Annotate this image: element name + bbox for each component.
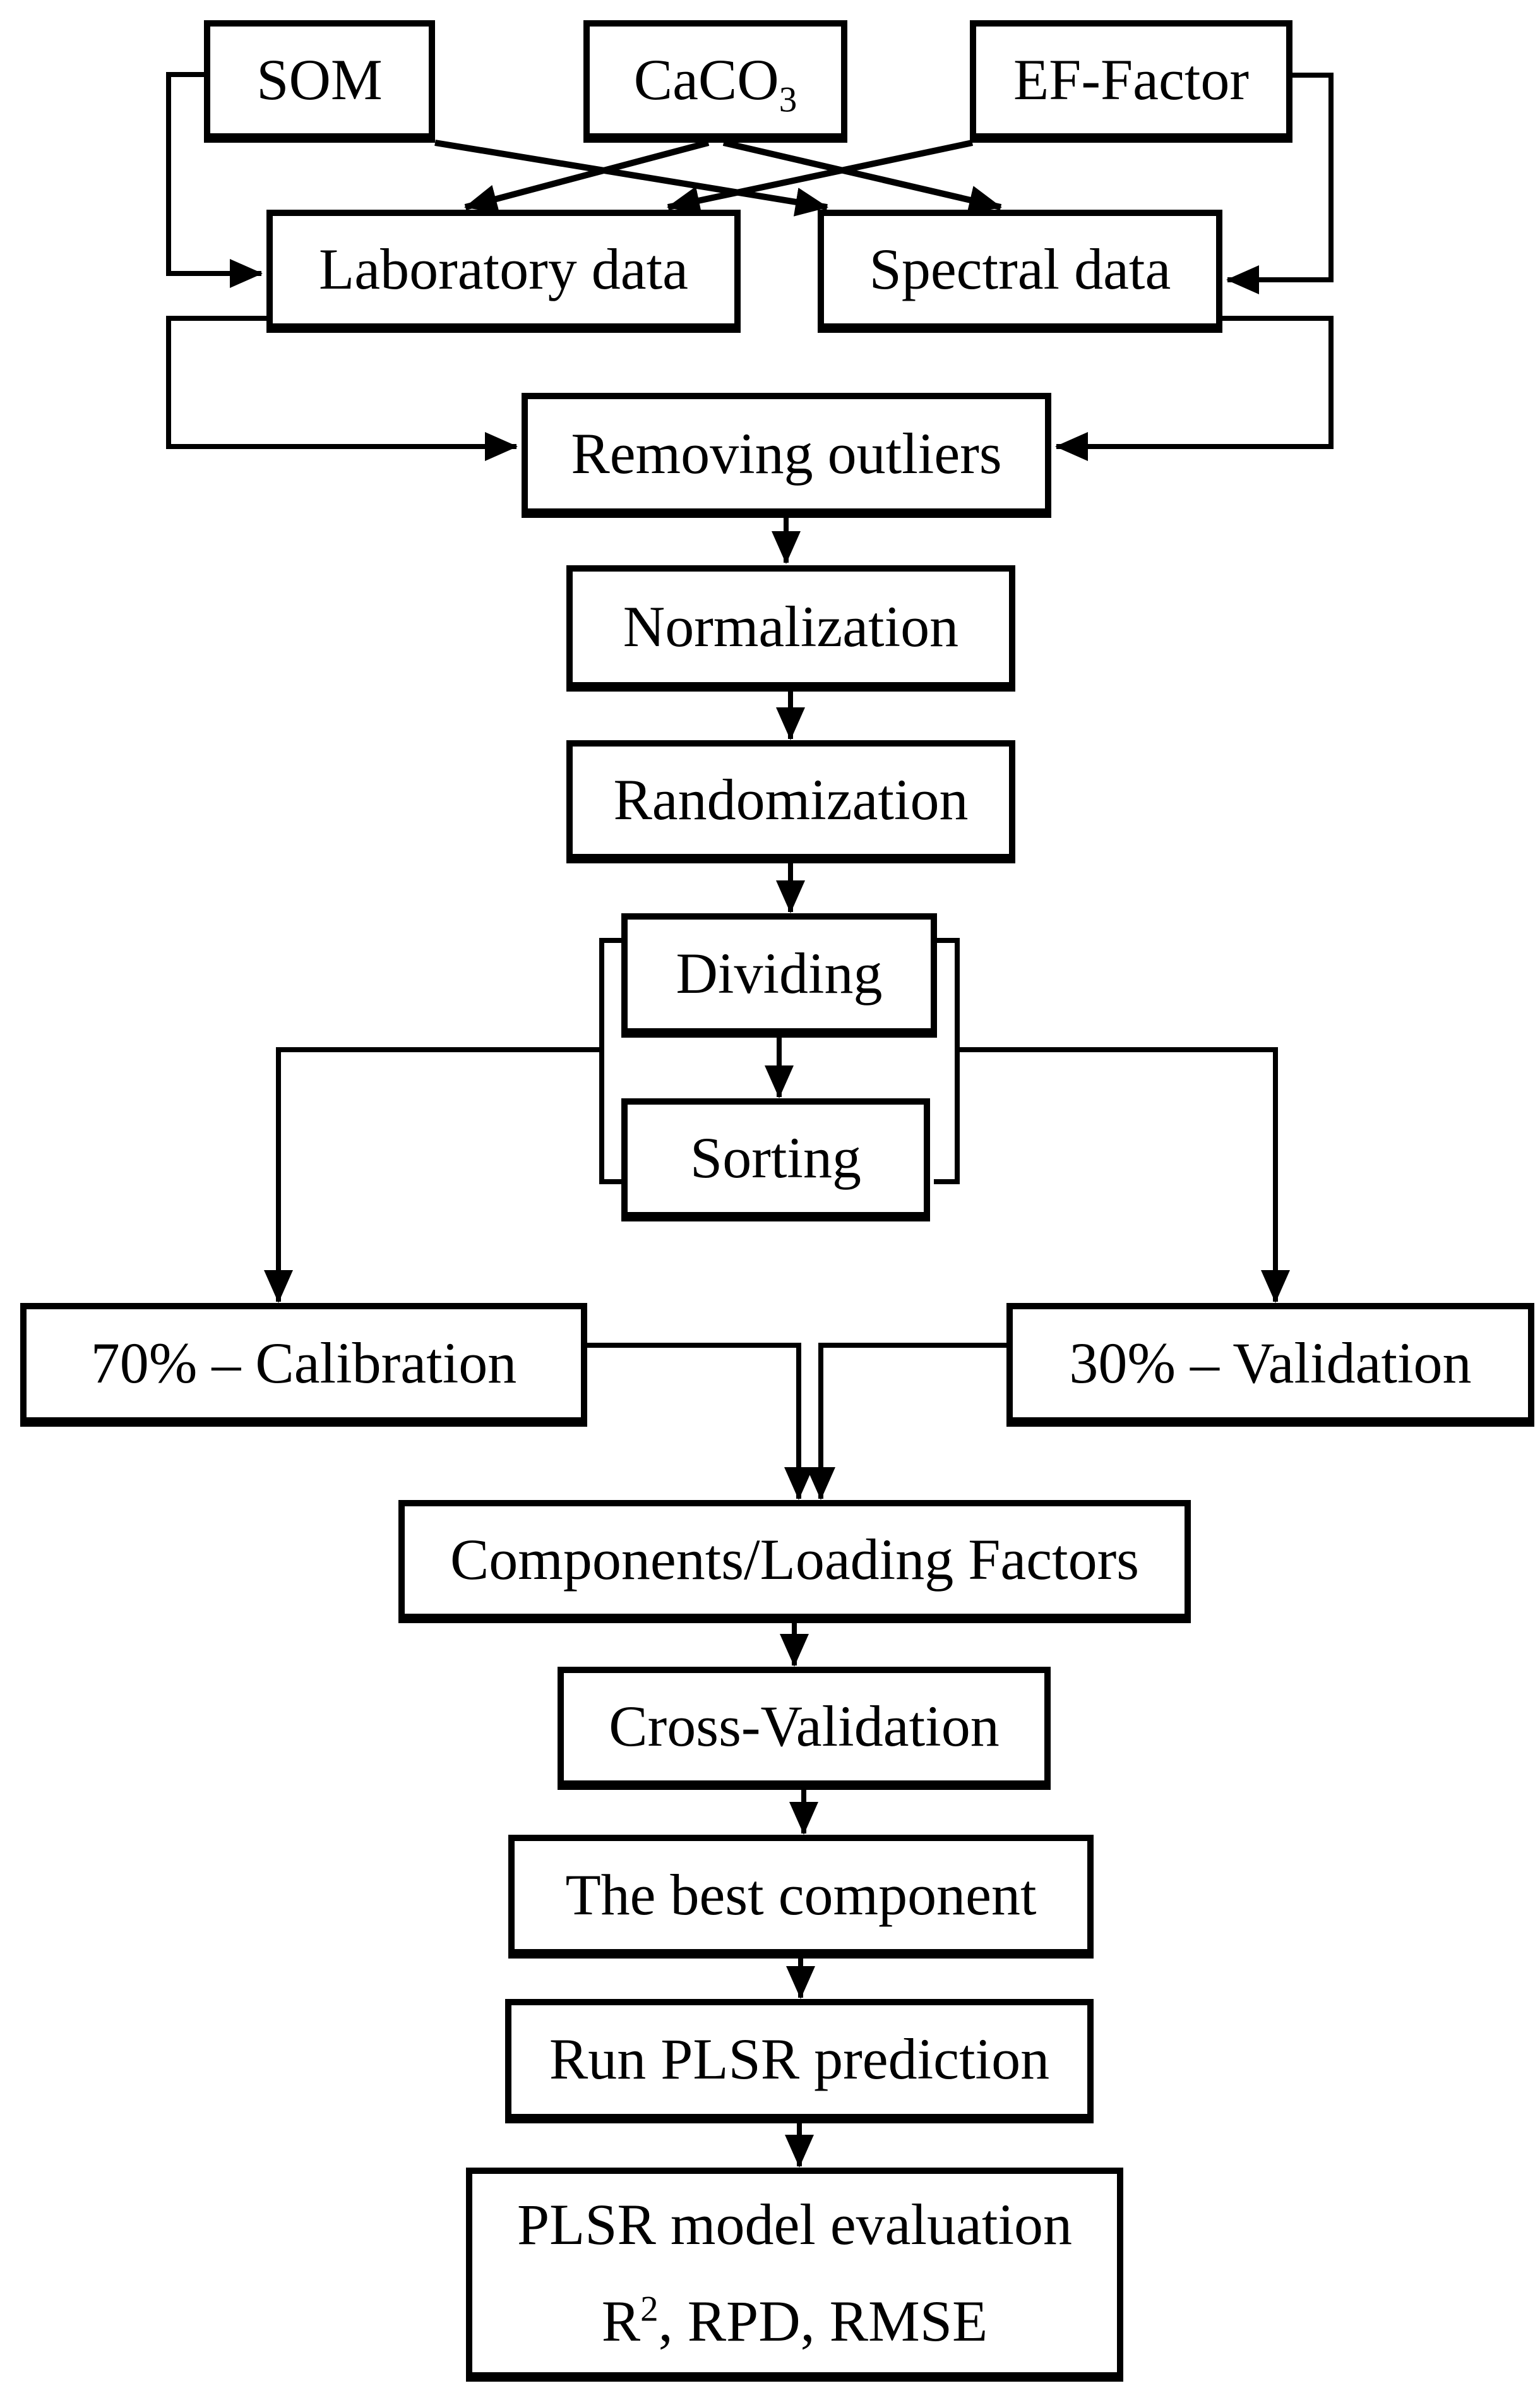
- node-sorting-label: Sorting: [690, 1125, 861, 1191]
- node-run-plsr-prediction-label: Run PLSR prediction: [549, 2027, 1050, 2092]
- node-removing-outliers-label: Removing outliers: [571, 421, 1002, 486]
- right-bracket: [934, 938, 960, 1184]
- node-best-component: The best component: [508, 1835, 1094, 1959]
- node-sorting: Sorting: [621, 1098, 930, 1221]
- node-randomization-label: Randomization: [613, 767, 969, 832]
- node-laboratory-data-label: Laboratory data: [319, 237, 688, 302]
- caco3-base: CaCO: [633, 47, 779, 112]
- node-calibration-70: 70% – Calibration: [20, 1303, 587, 1427]
- node-normalization: Normalization: [566, 565, 1015, 692]
- edge-som-to-laboratory: [166, 72, 263, 288]
- node-run-plsr-prediction: Run PLSR prediction: [505, 1999, 1094, 2123]
- edge-spectral-to-removing-outliers: [1055, 316, 1334, 461]
- node-caco3-label: CaCO3: [633, 47, 797, 117]
- node-removing-outliers: Removing outliers: [522, 393, 1051, 518]
- node-validation-30-label: 30% – Validation: [1069, 1330, 1472, 1395]
- node-best-component-label: The best component: [565, 1862, 1037, 1927]
- edge-group-to-calibration: [264, 1047, 602, 1303]
- edge-laboratory-to-removing-outliers: [166, 316, 518, 461]
- edge-som-to-spectral: [434, 140, 828, 217]
- edge-group-to-validation: [957, 1047, 1290, 1303]
- left-bracket: [599, 938, 624, 1184]
- node-randomization: Randomization: [566, 740, 1015, 863]
- edge-caco3-to-laboratory: [464, 140, 710, 213]
- node-ef-factor: EF-Factor: [970, 20, 1292, 143]
- node-cross-validation-label: Cross-Validation: [609, 1694, 1000, 1759]
- node-normalization-label: Normalization: [623, 594, 959, 659]
- node-som: SOM: [204, 20, 435, 143]
- node-caco3: CaCO3: [583, 20, 847, 143]
- node-som-label: SOM: [256, 47, 383, 112]
- caco3-subscript: 3: [779, 80, 797, 120]
- node-spectral-data-label: Spectral data: [869, 237, 1171, 302]
- metric-rest: , RPD, RMSE: [658, 2289, 988, 2353]
- node-validation-30: 30% – Validation: [1006, 1303, 1534, 1427]
- node-dividing-label: Dividing: [676, 941, 883, 1006]
- node-laboratory-data: Laboratory data: [266, 210, 741, 333]
- metric-r-base: R: [601, 2289, 641, 2353]
- edge-calibration-to-components: [587, 1343, 813, 1500]
- node-cross-validation: Cross-Validation: [558, 1667, 1051, 1790]
- plsr-evaluation-line1: PLSR model evaluation: [516, 2192, 1073, 2257]
- node-calibration-70-label: 70% – Calibration: [90, 1330, 517, 1395]
- edge-ef-factor-to-spectral: [1226, 73, 1334, 294]
- node-components-loading-factors-label: Components/Loading Factors: [450, 1527, 1140, 1592]
- node-components-loading-factors: Components/Loading Factors: [398, 1500, 1191, 1623]
- node-ef-factor-label: EF-Factor: [1013, 47, 1250, 112]
- edge-ef-factor-to-laboratory: [667, 140, 974, 215]
- node-spectral-data: Spectral data: [818, 210, 1222, 333]
- node-dividing: Dividing: [621, 913, 937, 1038]
- node-plsr-model-evaluation: PLSR model evaluation R2, RPD, RMSE: [466, 2168, 1123, 2382]
- plsr-evaluation-line2: R2, RPD, RMSE: [602, 2289, 988, 2353]
- edge-caco3-to-spectral: [722, 140, 1002, 215]
- edge-validation-to-components: [806, 1343, 1006, 1500]
- metric-r-superscript: 2: [640, 2289, 659, 2329]
